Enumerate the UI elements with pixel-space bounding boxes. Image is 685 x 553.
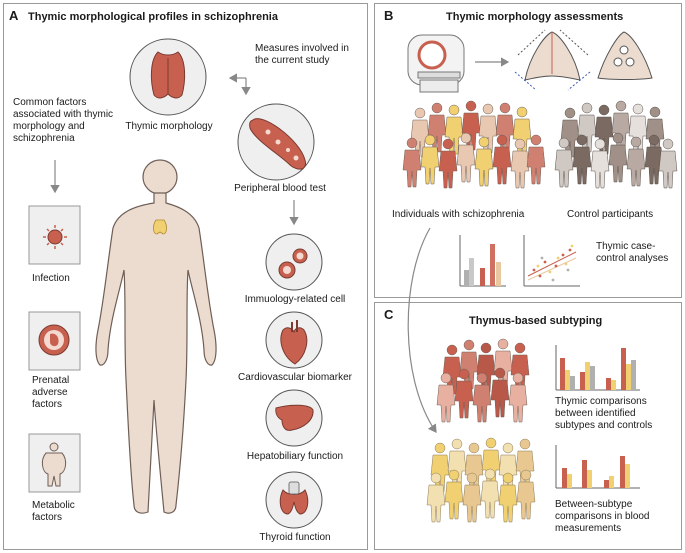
hepatobiliary-circle xyxy=(265,389,323,447)
subtype-bar-icon-1 xyxy=(555,345,640,391)
panel-b-letter: B xyxy=(384,8,394,23)
body-silhouette xyxy=(95,159,217,514)
infection-label: Infection xyxy=(32,273,70,284)
panel-a xyxy=(3,3,368,550)
infection-box xyxy=(28,205,81,265)
metabolic-box xyxy=(28,433,81,493)
immunology-circle xyxy=(265,233,323,291)
panel-a-title: Thymic morphological profiles in schizop… xyxy=(28,11,278,23)
analyses-label: Thymic case-control analyses xyxy=(596,241,669,264)
panel-b-title: Thymic morphology assessments xyxy=(446,11,624,23)
arrows-panel-a xyxy=(50,73,299,226)
comparisons2-label: Between-subtype comparisons in blood mea… xyxy=(555,499,650,534)
comparisons1-label: Thymic comparisons between identified su… xyxy=(555,396,653,431)
hepatobiliary-label: Hepatobiliary function xyxy=(246,451,344,462)
subtype2-crowd xyxy=(426,437,536,523)
panel-c-title: Thymus-based subtyping xyxy=(469,315,603,327)
common-factors-label: Common factors associated with thymic mo… xyxy=(13,97,114,144)
immunology-label: Immuology-related cell xyxy=(244,294,346,305)
panel-a-letter: A xyxy=(9,8,19,23)
panel-c-letter: C xyxy=(384,307,394,322)
panel-c xyxy=(374,302,682,550)
thyroid-circle xyxy=(265,471,323,529)
blood-test-circle xyxy=(237,103,315,181)
thymic-morphology-circle xyxy=(129,38,207,116)
control-crowd xyxy=(554,100,678,189)
panel-b xyxy=(374,3,682,298)
case-control-bar-icon xyxy=(459,235,506,287)
measures-note-label: Measures involved in the current study xyxy=(255,43,349,66)
controls-label: Control participants xyxy=(567,209,654,220)
subtype1-crowd xyxy=(436,338,530,423)
thyroid-label: Thyroid function xyxy=(259,532,331,543)
thymus-shape-icon xyxy=(597,31,653,80)
mri-scanner-icon xyxy=(407,34,465,93)
prenatal-label: Prenatal adverse factors xyxy=(32,375,70,410)
curved-arrow xyxy=(407,227,437,433)
peripheral-blood-label: Peripheral blood test xyxy=(234,183,326,194)
metabolic-label: Metabolic factors xyxy=(32,500,75,523)
prenatal-box xyxy=(28,311,81,371)
individuals-label: Individuals with schizophrenia xyxy=(392,209,525,220)
cardiovascular-circle xyxy=(265,311,323,369)
schizophrenia-crowd xyxy=(402,100,546,189)
thymus-measure-icon xyxy=(514,29,591,91)
subtype-bar-icon-2 xyxy=(555,445,640,489)
case-control-scatter-icon xyxy=(523,235,580,287)
cardiovascular-label: Cardiovascular biomarker xyxy=(238,372,352,383)
thymic-morphology-label: Thymic morphology xyxy=(125,121,213,132)
